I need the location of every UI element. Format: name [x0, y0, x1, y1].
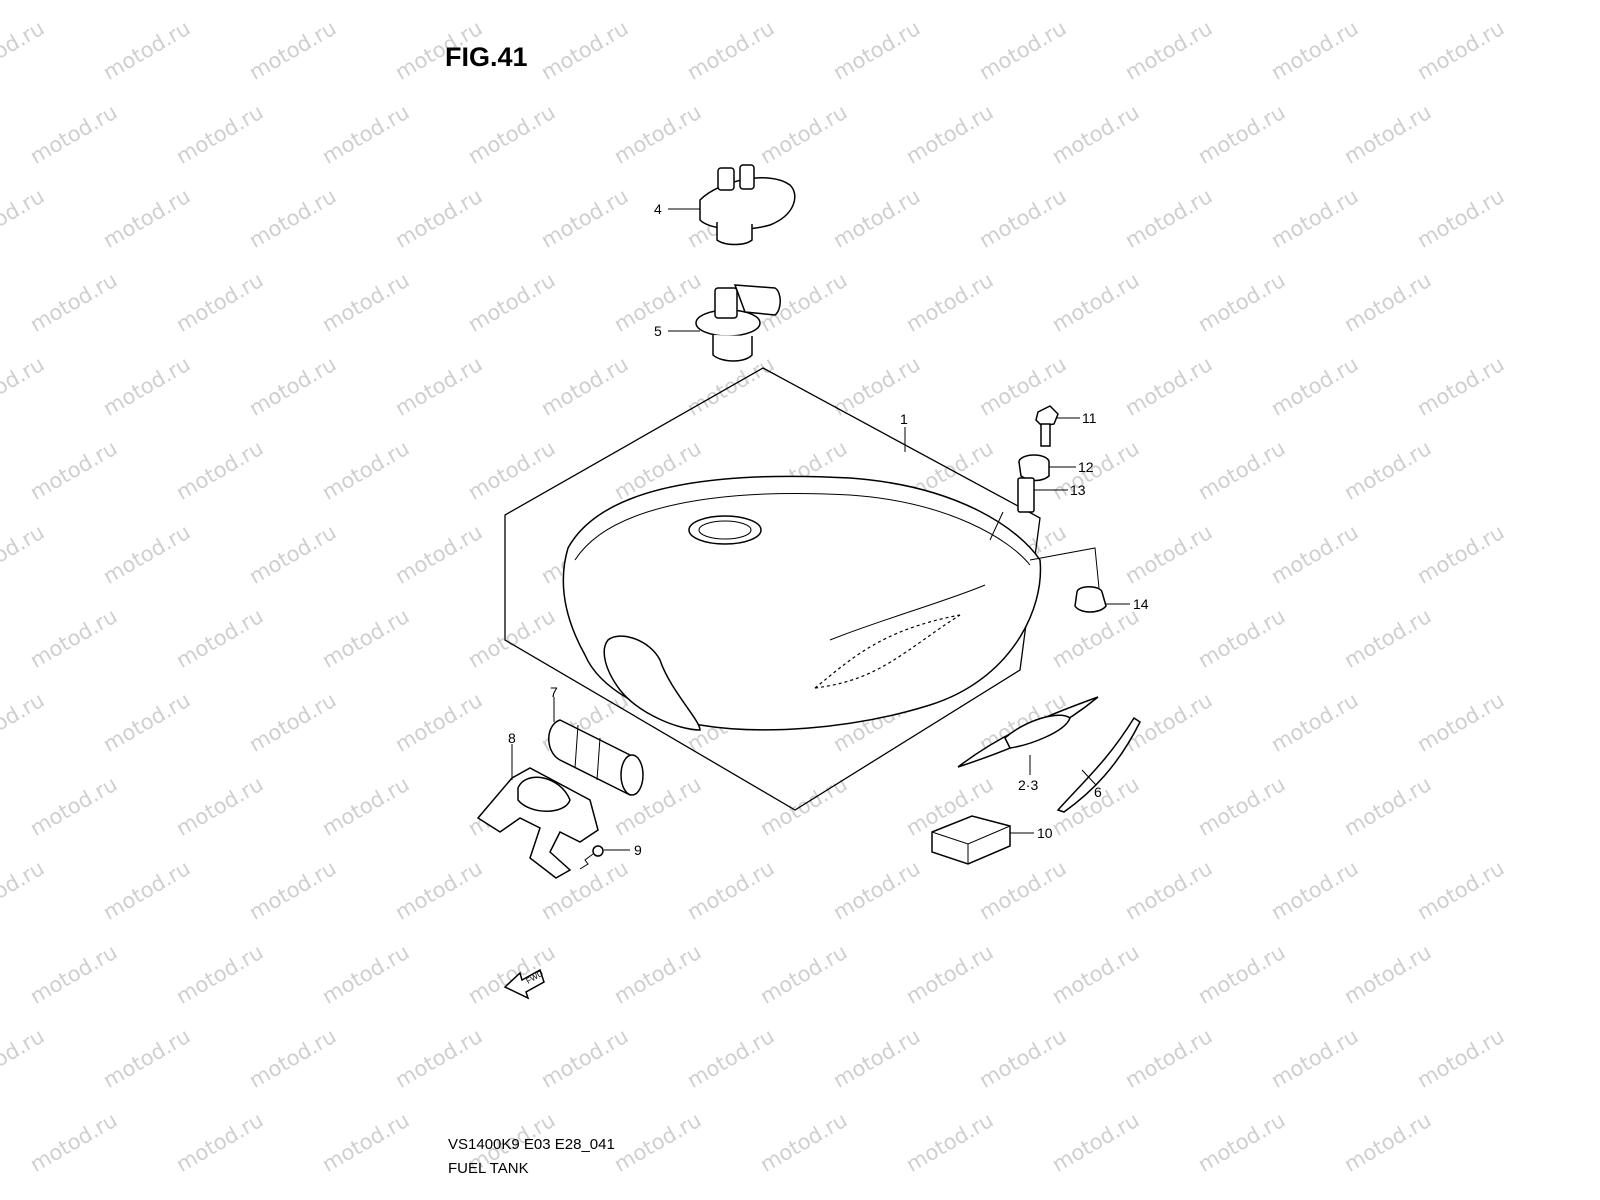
callout-numbers: 4 5 1 11 12 13 14 2·3 6 10 7 8 9: [508, 201, 1149, 858]
cushion-7-groove-1: [574, 724, 579, 769]
rubber-mount-part-14[interactable]: [1074, 586, 1107, 613]
rubber-block-body: [931, 815, 1011, 865]
cushion-7-groove-2: [596, 737, 601, 781]
bracket-part-8[interactable]: [476, 767, 599, 879]
callout-9: 9: [634, 842, 642, 858]
cushion-7-end: [620, 754, 644, 796]
forward-direction-arrow: FWD: [503, 968, 545, 1000]
callout-10: 10: [1037, 825, 1053, 841]
fuel-cap-5-neck: [712, 335, 753, 362]
spacer-body: [1017, 477, 1035, 513]
bolt-shank: [1040, 423, 1051, 447]
screw-part-9[interactable]: [579, 845, 604, 870]
fuel-cap-5-key: [733, 284, 781, 316]
spacer-part-13[interactable]: [1017, 477, 1035, 513]
filler-neck-inner: [698, 520, 752, 540]
fuel-cap-part-5[interactable]: [695, 284, 781, 362]
emblem-part-2-3[interactable]: [957, 696, 1099, 768]
screw-thread: [579, 853, 594, 870]
fuel-cap-part-4[interactable]: [699, 164, 796, 246]
callout-6: 6: [1094, 784, 1102, 800]
trim-strip-body: [1056, 716, 1141, 813]
callout-7: 7: [550, 684, 558, 700]
tank-rear-mount: [603, 635, 701, 731]
callout-leaders: [511, 208, 1130, 851]
callout-11: 11: [1082, 410, 1097, 426]
callout-4: 4: [654, 201, 662, 217]
callout-2-3: 2·3: [1018, 777, 1038, 793]
callout-1: 1: [900, 411, 908, 427]
spacer-guide-line: [989, 511, 1004, 541]
figure-name: FUEL TANK: [448, 1160, 529, 1177]
tank-side-line: [829, 584, 986, 641]
emblem-position-dashes: [814, 614, 961, 689]
filler-neck-opening: [688, 515, 762, 545]
leader-6: [1081, 769, 1097, 786]
cushion-part-12[interactable]: [1018, 454, 1050, 482]
fuel-tank-part[interactable]: [504, 367, 1042, 811]
callout-12: 12: [1078, 459, 1094, 475]
emblem-badge: [1004, 714, 1071, 749]
screw-head: [592, 845, 604, 857]
callout-13: 13: [1070, 482, 1086, 498]
fuel-cap-4-neck: [716, 222, 753, 246]
bolt-head: [1035, 405, 1059, 427]
fuel-tank-body: [562, 475, 1042, 731]
figure-title: FIG.41: [445, 42, 528, 72]
bracket-roll: [517, 776, 571, 812]
figure-code: VS1400K9 E03 E28_041: [448, 1136, 615, 1153]
rubber-block-part-10[interactable]: [931, 815, 1011, 865]
mount-guide-line: [1029, 547, 1100, 589]
tank-group-outline: [504, 367, 1041, 811]
callout-14: 14: [1133, 596, 1149, 612]
fuel-cap-5-lock: [714, 287, 738, 319]
fuel-cap-4-key-head: [739, 164, 755, 190]
callout-8: 8: [508, 730, 516, 746]
cushion-part-7[interactable]: [548, 719, 644, 796]
fwd-arrow-shape: [503, 968, 545, 1000]
callout-5: 5: [654, 323, 662, 339]
fuel-cap-4-key: [717, 167, 735, 191]
trim-strip-part-6[interactable]: [1056, 716, 1141, 813]
tank-top-crease: [574, 493, 1031, 566]
cushion-side: [1018, 461, 1050, 482]
rubber-mount-body: [1074, 586, 1107, 613]
bolt-part-11[interactable]: [1035, 405, 1059, 447]
